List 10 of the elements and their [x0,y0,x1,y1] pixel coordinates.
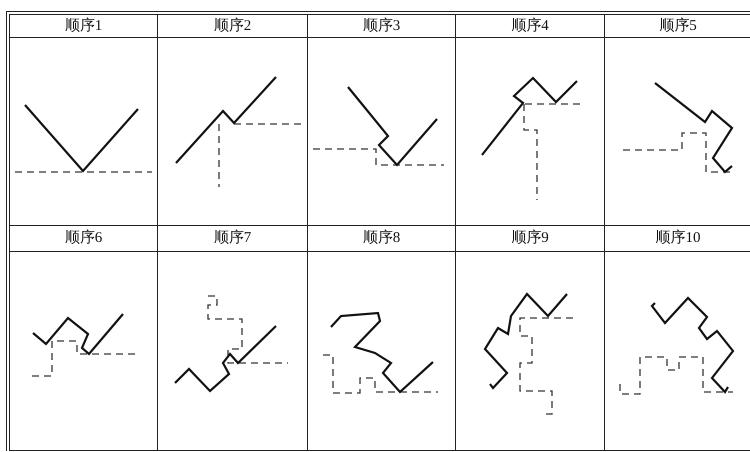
panel-heading: 顺序2 [214,18,252,34]
panel-heading: 顺序3 [362,18,400,34]
panel-heading: 顺序4 [511,18,549,34]
panel-heading: 顺序10 [656,231,700,246]
panel-heading: 顺序1 [64,18,102,34]
panel-heading: 顺序6 [64,231,102,246]
panel-heading: 顺序9 [511,231,549,246]
panel-heading: 顺序5 [659,18,697,34]
panel-heading: 顺序7 [214,231,252,246]
panel-heading: 顺序8 [362,231,400,246]
